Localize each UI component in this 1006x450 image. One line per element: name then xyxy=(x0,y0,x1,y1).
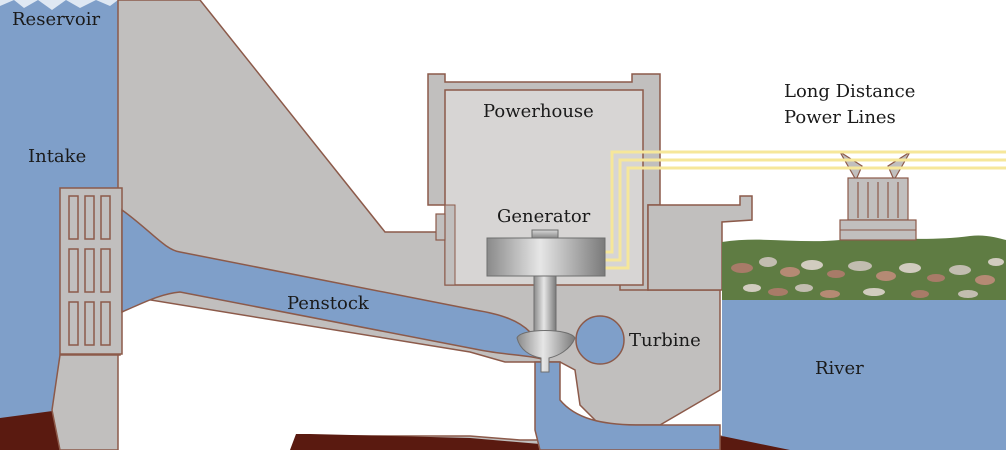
stone xyxy=(827,270,845,278)
stone xyxy=(927,274,945,282)
intake-grate xyxy=(68,248,79,293)
power-line xyxy=(605,150,1006,254)
stone xyxy=(949,265,971,275)
label-intake: Intake xyxy=(28,146,87,167)
intake-grate xyxy=(84,195,95,240)
label-generator: Generator xyxy=(497,206,591,227)
intake-grate xyxy=(100,248,111,293)
transformer xyxy=(839,151,917,241)
stone xyxy=(795,284,813,292)
stone xyxy=(820,290,840,298)
stone xyxy=(848,261,872,271)
label-reservoir: Reservoir xyxy=(12,9,101,30)
stone xyxy=(759,257,777,267)
turbine-runner xyxy=(516,330,576,373)
power-lines xyxy=(605,150,1006,270)
power-line xyxy=(605,166,1006,270)
intake-grate xyxy=(84,301,95,346)
intake-grate xyxy=(68,301,79,346)
label-river: River xyxy=(815,358,864,379)
power-line xyxy=(605,158,1006,262)
stone xyxy=(876,271,896,281)
label-power-lines: Long Distance Power Lines xyxy=(784,79,915,131)
generator-housing xyxy=(486,237,606,277)
draft-tube xyxy=(534,361,721,450)
intake-grates xyxy=(68,195,111,346)
river-water xyxy=(722,300,1006,450)
stone xyxy=(911,290,929,298)
stone xyxy=(801,260,823,270)
stone xyxy=(743,284,761,292)
intake-grate xyxy=(68,195,79,240)
stone xyxy=(899,263,921,273)
label-powerhouse: Powerhouse xyxy=(483,101,594,122)
label-power-lines-line2: Power Lines xyxy=(784,107,896,128)
stone xyxy=(863,288,885,296)
riverbank-stones xyxy=(731,257,1004,298)
label-turbine: Turbine xyxy=(629,330,701,351)
turbine-scroll-case xyxy=(575,315,625,365)
label-power-lines-line1: Long Distance xyxy=(784,81,916,102)
right-wing-wall xyxy=(647,195,753,291)
stone xyxy=(731,263,753,273)
stone xyxy=(780,267,800,277)
wall-slot xyxy=(435,213,446,241)
transformer-arm-left xyxy=(839,151,863,182)
transformer-arm-right xyxy=(887,151,911,182)
stone xyxy=(975,275,995,285)
stone xyxy=(958,290,978,298)
intake-structure xyxy=(59,187,123,355)
powerhouse-floor-block xyxy=(444,204,456,286)
stone xyxy=(768,288,788,296)
intake-grate xyxy=(84,248,95,293)
intake-grate xyxy=(100,195,111,240)
reservoir-surface xyxy=(0,0,118,10)
stone xyxy=(988,258,1004,266)
bedrock-left xyxy=(0,410,60,450)
label-penstock: Penstock xyxy=(287,293,369,314)
intake-grate xyxy=(100,301,111,346)
turbine-shaft xyxy=(533,275,557,335)
